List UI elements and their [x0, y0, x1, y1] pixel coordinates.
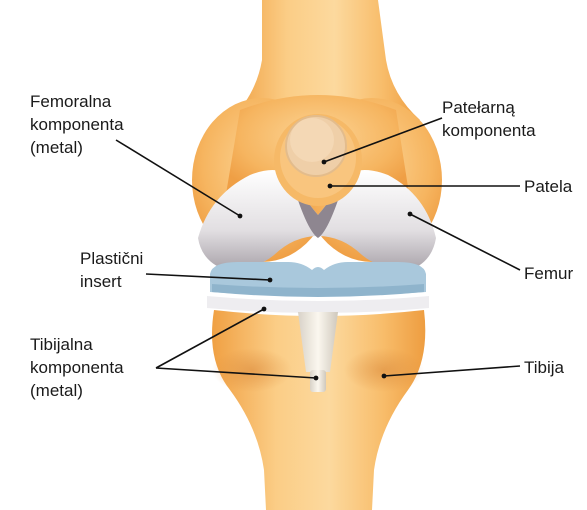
label-patela: Patela: [524, 175, 572, 198]
label-tibial-component: Tibijalna komponenta (metal): [30, 333, 124, 402]
tibial-tray: [207, 296, 429, 313]
label-femoral-component: Femoralna komponenta (metal): [30, 90, 124, 159]
label-femur: Femur: [524, 262, 573, 285]
label-plastic-insert: Plastični insert: [80, 247, 143, 293]
label-tibija: Tibija: [524, 356, 564, 379]
label-patellar-component: Patełarną komponenta: [442, 96, 536, 142]
